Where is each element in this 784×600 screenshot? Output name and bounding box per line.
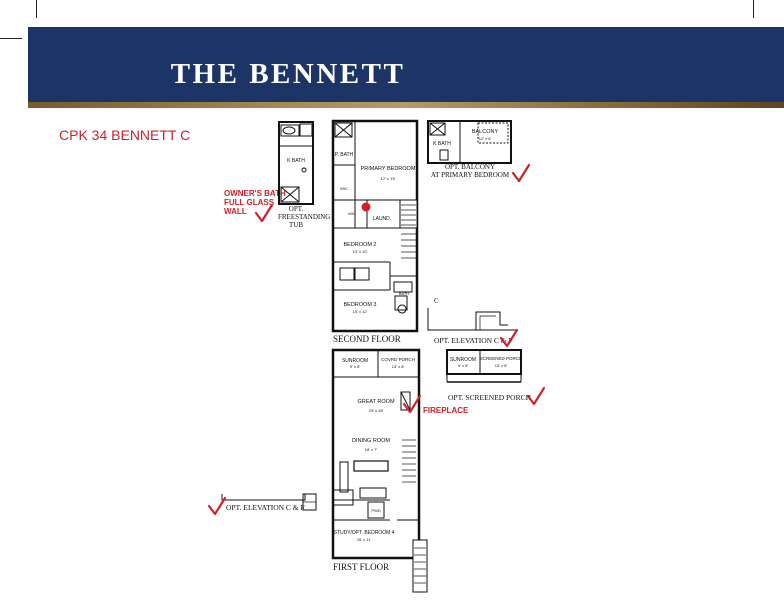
- room-sunroom-size: 9' x 8': [350, 364, 360, 369]
- opt-elevation-lower-label: OPT. ELEVATION C & F: [226, 503, 305, 512]
- owners-bath-note-line2: FULL GLASS: [224, 198, 275, 207]
- opt-balcony-plan: [427, 120, 512, 164]
- room-bedroom-2: BEDROOM 2: [343, 242, 376, 248]
- checkmark-icon: [526, 386, 546, 406]
- room-opt-sunroom-size: 9' x 8': [458, 363, 468, 368]
- room-screened-porch-size: 13' x 8': [495, 363, 508, 368]
- first-floor-label: FIRST FLOOR: [333, 562, 390, 572]
- opt-tub-plan: [278, 121, 314, 205]
- header-banner: [28, 27, 784, 104]
- owners-bath-note-line3: WALL: [224, 207, 247, 216]
- crop-mark: [36, 0, 37, 18]
- opt-tub-label-line1: OPT.: [288, 205, 304, 213]
- room-bath-tub: K BATH: [287, 158, 305, 164]
- room-bedroom-2-size: 13' x 10': [353, 249, 368, 254]
- page-title: THE BENNETT: [170, 58, 406, 90]
- checkmark-icon: [402, 394, 422, 414]
- room-dining-room: DINING ROOM: [352, 438, 390, 444]
- room-wic-2: WIC: [348, 211, 356, 216]
- fireplace-note: FIREPLACE: [423, 406, 469, 415]
- room-sunroom: SUNROOM: [342, 358, 368, 364]
- room-bedroom-3: BEDROOM 3: [343, 302, 376, 308]
- first-floor-plan: [331, 348, 428, 593]
- owners-bath-note: OWNER'S BATH FULL GLASS WALL: [224, 189, 286, 216]
- opt-tub-label-line3: TUB: [289, 221, 303, 229]
- room-great-room: GREAT ROOM: [357, 399, 394, 405]
- opt-balcony-label-line1: OPT. BALCONY: [444, 163, 496, 171]
- elevation-c-marker: C: [434, 297, 439, 305]
- elevation-lower-plan: [221, 493, 317, 511]
- room-dining-room-size: 18' x 7': [365, 447, 378, 452]
- room-great-room-size: 23' x 18': [369, 408, 384, 413]
- room-opt-sunroom: SUNROOM: [450, 357, 476, 363]
- room-primary-bath: P. BATH: [335, 152, 354, 158]
- room-primary-bedroom: PRIMARY BEDROOM: [361, 166, 416, 172]
- room-bedroom-3-size: 15' x 12': [353, 309, 368, 314]
- plan-code: CPK 34 BENNETT C: [59, 127, 191, 143]
- opt-tub-label-line2: FREESTANDING: [278, 213, 331, 221]
- owners-bath-marker: [361, 202, 371, 212]
- room-study: STUDY/OPT. BEDROOM 4: [334, 530, 395, 536]
- room-screened-porch: SCREENED PORCH: [480, 356, 523, 361]
- room-balcony: BALCONY: [472, 129, 499, 135]
- opt-screened-porch-label: OPT. SCREENED PORCH: [448, 393, 531, 402]
- header-gold-stripe: [28, 102, 784, 108]
- opt-elevation-upper-label: OPT. ELEVATION C & F: [434, 336, 513, 345]
- elevation-c-plan: [427, 308, 518, 331]
- opt-screened-porch-plan: [446, 349, 522, 383]
- room-laundry: LAUND.: [373, 216, 391, 222]
- owners-bath-note-line1: OWNER'S BATH: [224, 189, 286, 198]
- checkmark-icon: [499, 328, 519, 348]
- second-floor-label: SECOND FLOOR: [333, 334, 401, 344]
- opt-balcony-label-line2: AT PRIMARY BEDROOM: [430, 171, 510, 179]
- room-wic: WIC: [340, 186, 348, 191]
- room-powder: PWD: [371, 508, 380, 513]
- opt-balcony-label: OPT. BALCONY AT PRIMARY BEDROOM: [428, 163, 512, 179]
- crop-mark: [0, 38, 22, 39]
- room-balcony-size: 12' x 6': [479, 136, 492, 141]
- room-covered-porch: COVRD PORCH: [381, 357, 415, 362]
- opt-tub-label: OPT. FREESTANDING TUB: [278, 205, 331, 229]
- room-covered-porch-size: 13' x 8': [392, 364, 405, 369]
- checkmark-icon: [207, 496, 227, 516]
- checkmark-icon: [254, 203, 274, 223]
- checkmark-icon: [511, 163, 531, 183]
- room-bath-balcony: K BATH: [433, 141, 451, 147]
- room-primary-bedroom-size: 17' x 13': [381, 176, 396, 181]
- room-bath-2: BATH: [399, 291, 409, 296]
- crop-mark: [753, 0, 754, 18]
- room-study-size: 15' x 11': [357, 537, 372, 542]
